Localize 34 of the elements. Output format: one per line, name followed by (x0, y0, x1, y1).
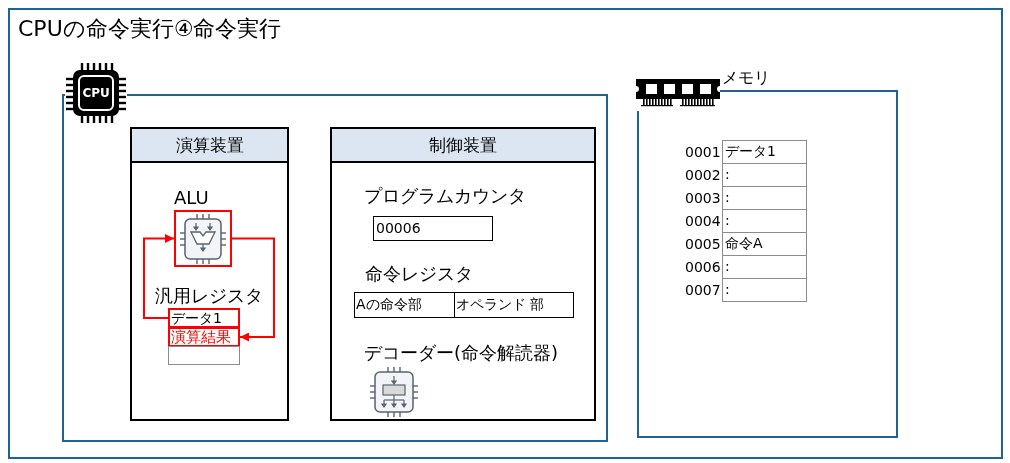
arrow (231, 237, 275, 342)
memory-cell: : (722, 209, 807, 233)
address-label: 0007 (685, 281, 721, 299)
diagram-title: CPUの命令実行④命令実行 (18, 15, 282, 43)
register-cell (168, 346, 240, 365)
address-label: 0005 (685, 235, 721, 253)
unit-panel (130, 127, 289, 421)
component-label: 命令レジスタ (365, 263, 473, 285)
register-cell: Aの命令部 (354, 292, 455, 318)
arrow (143, 234, 175, 319)
address-label: 0004 (685, 212, 721, 230)
component-label: 汎用レジスタ (155, 285, 263, 307)
memory-cell: 命令A (722, 232, 807, 256)
memory-cell: : (722, 278, 807, 302)
section-header: 演算装置 (132, 129, 287, 163)
register-cell: データ1 (168, 308, 240, 328)
chip-label: CPU (82, 86, 110, 100)
address-label: 0002 (685, 166, 721, 184)
memory-cell: データ1 (722, 140, 807, 164)
component-label: プログラムカウンタ (364, 185, 526, 207)
memory-cell: : (722, 163, 807, 187)
component-label: デコーダー(命令解読器) (364, 342, 559, 364)
panel-title: メモリ (722, 68, 770, 88)
register-value: 00006 (373, 216, 493, 241)
address-label: 0006 (685, 258, 721, 276)
memory-cell: : (722, 186, 807, 210)
unit-panel (330, 127, 596, 421)
register-cell: オペランド 部 (454, 292, 574, 318)
section-header: 制御装置 (332, 129, 594, 163)
component-label: ALU (174, 187, 209, 209)
register-cell: 演算結果 (168, 327, 240, 347)
address-label: 0003 (685, 189, 721, 207)
address-label: 0001 (685, 143, 721, 161)
memory-cell: : (722, 255, 807, 279)
